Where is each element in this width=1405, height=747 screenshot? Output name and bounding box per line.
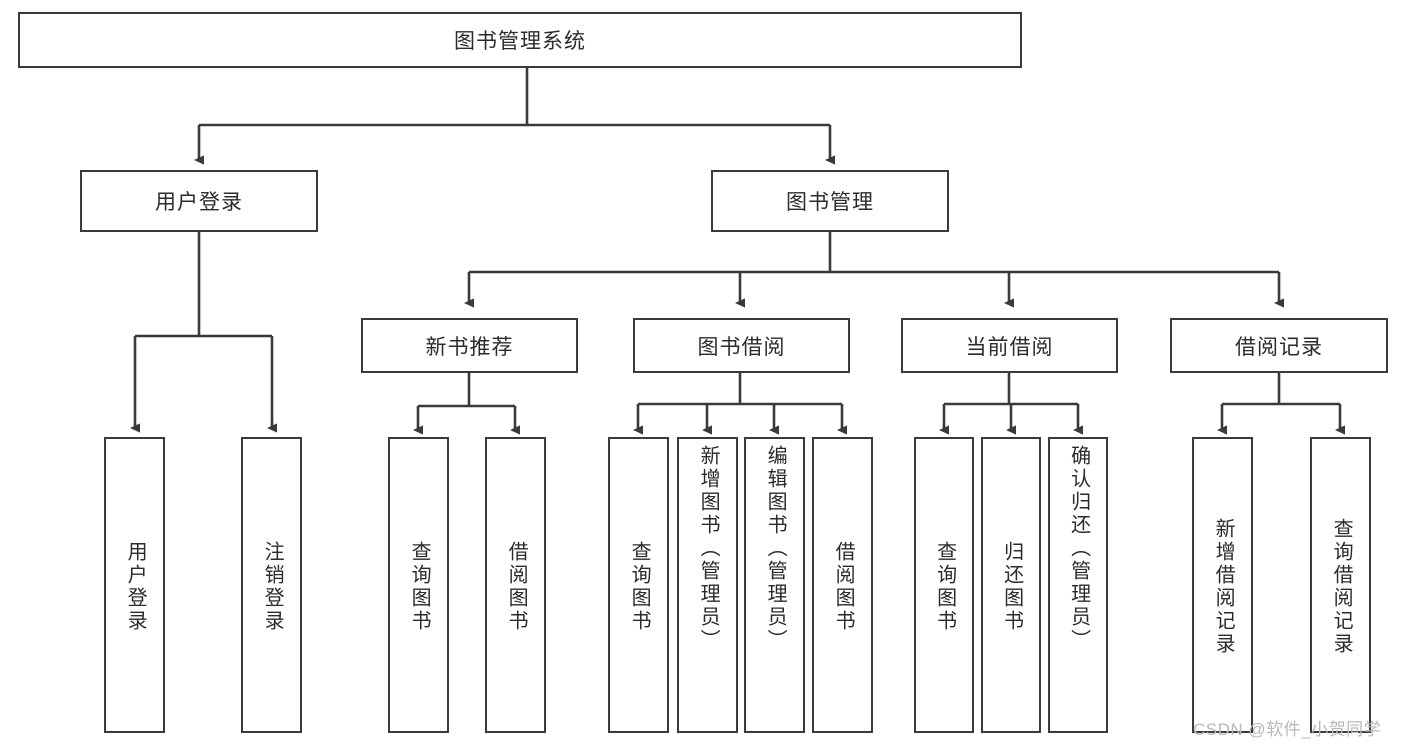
node-label: 图书管理	[786, 191, 874, 214]
node-label: 借阅图书	[505, 541, 528, 633]
csdn-watermark: CSDN @软件_小贺同学	[1193, 720, 1382, 739]
node-label: 确认归还（管理员）	[1067, 445, 1090, 652]
leaf-borrow-record-query[interactable]: 查询借阅记录	[1310, 437, 1371, 733]
node-label: 查询借阅记录	[1330, 518, 1353, 656]
leaf-user-login-logout[interactable]: 注销登录	[241, 437, 302, 733]
node-label: 借阅记录	[1235, 335, 1323, 359]
node-label: 新增图书（管理员）	[697, 445, 720, 652]
leaf-new-book-query[interactable]: 查询图书	[388, 437, 449, 733]
node-label: 图书管理系统	[454, 30, 586, 53]
leaf-borrow-record-add[interactable]: 新增借阅记录	[1192, 437, 1253, 733]
node-label: 图书借阅	[697, 335, 786, 359]
leaf-current-borrow-query[interactable]: 查询图书	[914, 437, 974, 733]
node-label: 查询图书	[628, 541, 651, 633]
node-label: 用户登录	[155, 191, 243, 214]
leaf-book-borrow-add[interactable]: 新增图书（管理员）	[677, 437, 738, 733]
node-new-book-recommend[interactable]: 新书推荐	[361, 318, 578, 373]
node-label: 查询图书	[933, 541, 956, 633]
node-label: 新增借阅记录	[1212, 518, 1235, 656]
node-label: 当前借阅	[965, 335, 1054, 359]
leaf-current-borrow-return[interactable]: 归还图书	[981, 437, 1041, 733]
leaf-current-borrow-confirm-return[interactable]: 确认归还（管理员）	[1048, 437, 1108, 733]
node-label: 查询图书	[408, 541, 431, 633]
node-current-borrow[interactable]: 当前借阅	[901, 318, 1118, 373]
node-root-system[interactable]: 图书管理系统	[18, 12, 1022, 68]
node-label: 借阅图书	[832, 541, 855, 633]
leaf-book-borrow-borrow[interactable]: 借阅图书	[812, 437, 873, 733]
node-label: 归还图书	[1000, 541, 1023, 633]
leaf-new-book-borrow[interactable]: 借阅图书	[485, 437, 546, 733]
leaf-book-borrow-edit[interactable]: 编辑图书（管理员）	[744, 437, 805, 733]
node-label: 注销登录	[261, 541, 284, 633]
node-label: 编辑图书（管理员）	[764, 445, 787, 652]
leaf-book-borrow-query[interactable]: 查询图书	[608, 437, 669, 733]
node-label: 用户登录	[124, 541, 147, 633]
node-borrow-record[interactable]: 借阅记录	[1170, 318, 1388, 373]
node-label: 新书推荐	[425, 335, 514, 359]
node-user-login[interactable]: 用户登录	[80, 170, 318, 232]
node-book-borrow[interactable]: 图书借阅	[633, 318, 850, 373]
leaf-user-login-login[interactable]: 用户登录	[104, 437, 165, 733]
node-book-management[interactable]: 图书管理	[711, 170, 949, 232]
